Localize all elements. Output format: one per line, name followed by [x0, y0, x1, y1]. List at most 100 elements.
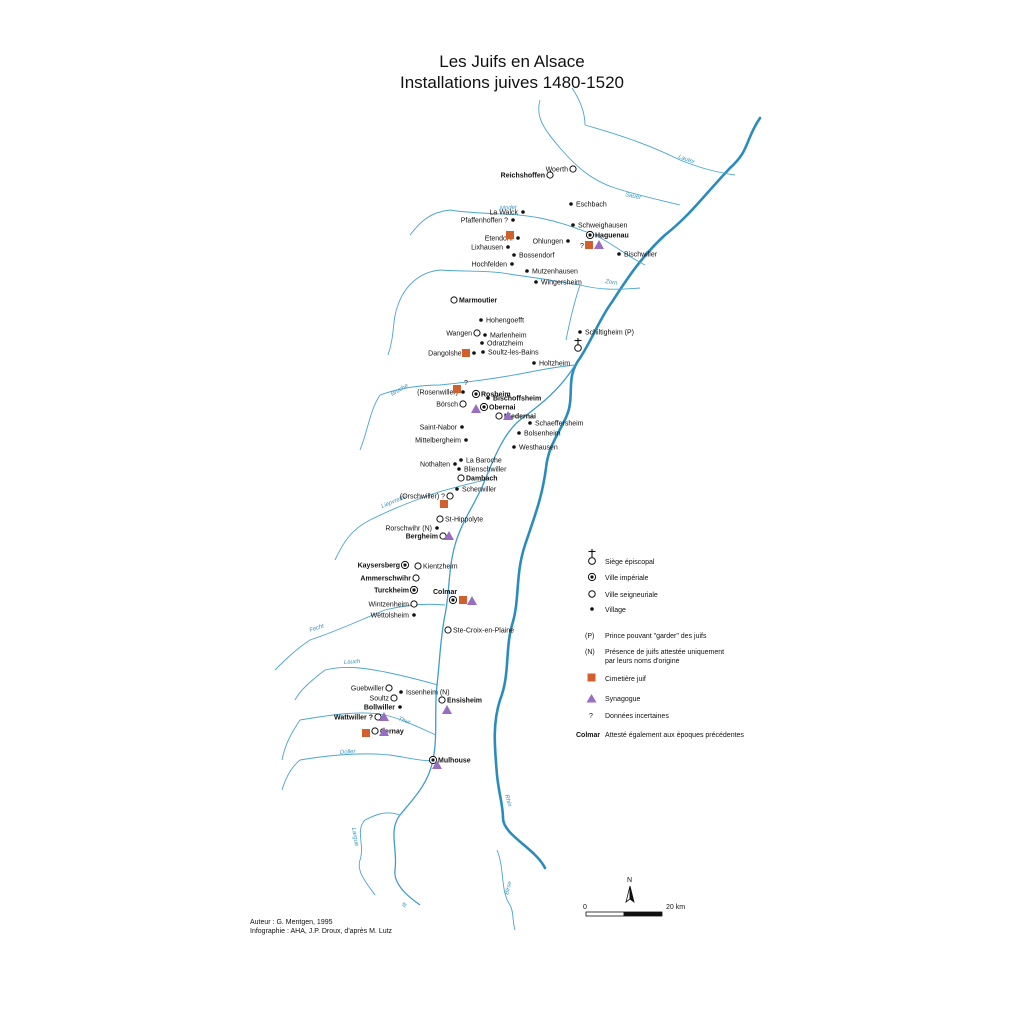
place-label: Odratzheim [487, 341, 523, 348]
north-arrow-icon [625, 885, 635, 903]
ville-seigneuriale-icon [450, 296, 458, 304]
village-icon [460, 425, 464, 429]
place-wingersheim: Wingersheim [534, 280, 582, 287]
legend-item-synagogue: Synagogue [586, 694, 641, 703]
village-icon [528, 421, 532, 425]
place-kaysersberg: Kaysersberg [358, 560, 410, 570]
legend-item-earlier: Colmar Attesté également aux époques pré… [576, 732, 744, 739]
river-doller-head [281, 759, 301, 791]
river-lauch [324, 666, 439, 686]
place-dangolsheim: Dangolsheim [428, 351, 476, 358]
place-wintzenheim: Wintzenheim [369, 600, 418, 609]
scale-label-start: 0 [583, 904, 587, 911]
place-lixhausen: Lixhausen [471, 245, 510, 252]
map-subtitle: Installations juives 1480-1520 [400, 73, 624, 92]
ville-seigneuriale-icon [436, 515, 444, 523]
place-label: Haguenau [595, 233, 629, 240]
river-doller [299, 753, 434, 761]
rivers-layer [274, 87, 762, 931]
place-label: (Orschwiller) ? [400, 494, 445, 501]
river-label-thur: Thur [397, 716, 412, 726]
village-icon [483, 333, 487, 337]
place-label: Soultz-les-Bains [488, 350, 539, 357]
village-icon [534, 280, 538, 284]
ville-seigneuriale-icon [473, 329, 481, 337]
village-icon [569, 202, 573, 206]
place-label: Cernay [380, 729, 404, 736]
ville-imperiale-icon [400, 560, 410, 570]
legend-symbol-n: (N) [585, 649, 595, 656]
place-label: Wintzenheim [369, 602, 410, 609]
place-schweighausen: Schweighausen [571, 223, 628, 230]
village-icon [617, 252, 621, 256]
synagogue-icon [379, 727, 389, 736]
river-ill [393, 364, 576, 906]
village-icon [412, 613, 416, 617]
river-label-largue: Largue [350, 827, 359, 847]
legend-item-ville-imperiale: Ville impériale [587, 572, 649, 582]
river-label-zorn: Zorn [604, 279, 619, 287]
scale-label-end: 20 km [666, 904, 685, 911]
place-soultz: Soultz [370, 694, 398, 703]
place-label: (Rosenwiller) [417, 390, 458, 397]
place-label: Turckheim [374, 588, 409, 595]
village-icon [481, 350, 485, 354]
place-label: Mutzenhausen [532, 269, 578, 276]
synagogue-icon [471, 404, 481, 413]
credit-author: Auteur : G. Mentgen, 1995 [250, 919, 333, 926]
village-icon [521, 210, 525, 214]
legend-item-ville-seigneuriale: Ville seigneuriale [588, 590, 658, 599]
place-label: Wettolsheim [371, 613, 410, 620]
village-icon [459, 458, 463, 462]
village-icon [578, 330, 582, 334]
place-la-walck: La Walck [489, 210, 525, 217]
place-niedernai: Niedernai [495, 412, 536, 421]
legend-item-uncertain: ? Données incertaines [589, 713, 669, 720]
river-largue [358, 812, 401, 896]
synagogue-icon [594, 240, 604, 249]
village-icon [398, 705, 402, 709]
place-rosenwiller: (Rosenwiller) [417, 390, 465, 397]
place-label: Nothalten [420, 462, 450, 469]
place-label: Woerth [546, 167, 569, 174]
place-dambach: Dambach [457, 474, 498, 483]
place-b-rsch: Börsch [436, 400, 467, 409]
place-schaeffersheim: Schaeffersheim [528, 421, 584, 428]
village-icon [590, 607, 594, 611]
place-label: La Walck [489, 210, 518, 217]
place-guebwiller: Guebwiller [351, 684, 393, 693]
village-icon [571, 223, 575, 227]
river-label-birse: Birse [504, 880, 514, 895]
legend-label-synagogue: Synagogue [605, 696, 641, 703]
place-label: Etendorff [485, 236, 513, 243]
cemetery-icon [362, 729, 370, 737]
place-wettolsheim: Wettolsheim [371, 613, 416, 620]
place-label: Bossendorf [519, 253, 554, 260]
place-soultz-les-bains: Soultz-les-Bains [481, 350, 539, 357]
place-label: Marlenheim [490, 333, 527, 340]
ville-seigneuriale-icon [439, 532, 447, 540]
village-icon [435, 526, 439, 530]
place-label: Hohengoefft [486, 318, 524, 325]
river-label-bruche: Bruche [390, 383, 410, 398]
legend-label-ville-seigneuriale: Ville seigneuriale [605, 592, 658, 599]
river-lauter [584, 124, 736, 176]
ville-imperiale-icon [479, 402, 489, 412]
river-fecht-head [274, 639, 311, 671]
place-label: Schiltigheim (P) [585, 330, 634, 337]
synagogue-icon [442, 705, 452, 714]
river-bruche-head [359, 394, 381, 451]
place-rorschwihr-n: Rorschwihr (N) [385, 526, 439, 533]
village-icon [472, 351, 476, 355]
place-label: Ste-Croix-en-Plaine [453, 628, 514, 635]
village-icon [479, 318, 483, 322]
synagogue-icon [467, 596, 477, 605]
ville-seigneuriale-icon [385, 684, 393, 692]
place-scherwiller: Scherwiller [455, 487, 497, 494]
place-pfaffenhoffen: Pfaffenhoffen ? [461, 218, 515, 225]
river-zorn-tributary [565, 284, 581, 341]
place-hohengoefft: Hohengoefft [479, 318, 524, 325]
ville-seigneuriale-icon [444, 626, 452, 634]
place-eschbach: Eschbach [569, 202, 607, 209]
ville-imperiale-icon [585, 230, 595, 240]
